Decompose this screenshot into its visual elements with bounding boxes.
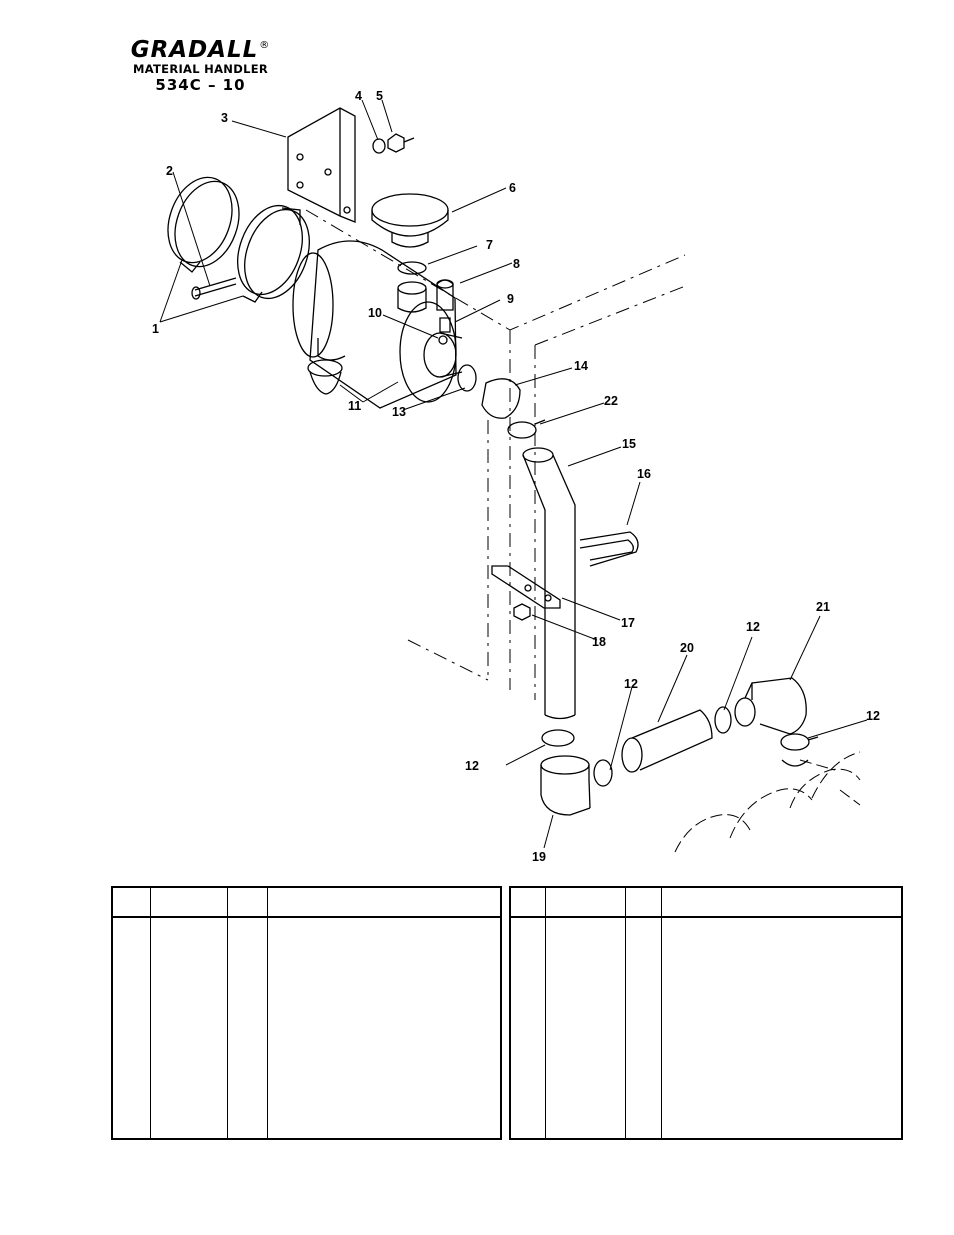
hose-clamp-upper <box>397 261 427 275</box>
table-header-rule <box>113 916 500 918</box>
turbo-elbow <box>734 677 807 735</box>
registered-mark: ® <box>259 40 271 51</box>
parts-list-table-right <box>509 886 903 1140</box>
callout-21: 21 <box>816 600 830 614</box>
brand-logo: GRADALL® <box>108 34 293 62</box>
lock-washer <box>372 138 386 154</box>
callout-15: 15 <box>622 437 636 451</box>
brand-name: GRADALL <box>130 37 259 63</box>
table-column-divider <box>545 888 546 1138</box>
hose-clamp <box>457 364 477 392</box>
table-column-divider <box>625 888 626 1138</box>
callout-17: 17 <box>621 616 635 630</box>
hose-clamp-12c <box>714 706 732 734</box>
table-column-divider <box>267 888 268 1138</box>
flexible-hose <box>621 709 713 773</box>
u-bolt <box>579 531 639 567</box>
hose-clamp-22 <box>507 421 537 439</box>
callout-10: 10 <box>368 306 382 320</box>
dust-valve <box>307 359 343 395</box>
callout-9: 9 <box>507 292 514 306</box>
intake-tube <box>522 447 576 720</box>
callout-1: 1 <box>152 322 159 336</box>
table-header-rule <box>511 916 901 918</box>
lower-elbow <box>540 755 591 816</box>
exploded-parts-diagram: 1 2 3 4 5 6 7 8 9 10 11 12 12 12 12 13 1… <box>152 89 880 864</box>
callout-14: 14 <box>574 359 588 373</box>
machine-frame-outline <box>305 209 689 700</box>
fitting <box>439 317 451 333</box>
mounting-strap <box>491 565 561 609</box>
rubber-elbow <box>481 378 521 419</box>
lock-nut <box>513 603 531 621</box>
callout-16: 16 <box>637 467 651 481</box>
hose-clamp-12b <box>593 759 613 787</box>
precleaner-cap <box>371 193 449 248</box>
table-column-divider <box>661 888 662 1138</box>
callout-5: 5 <box>376 89 383 103</box>
band-clamps <box>167 176 310 303</box>
hex-nut <box>387 133 405 153</box>
callout-12-tube: 12 <box>465 759 479 773</box>
air-cleaner-housing <box>292 240 463 409</box>
callout-6: 6 <box>509 181 516 195</box>
hose-clamp-12d <box>780 733 810 751</box>
table-column-divider <box>227 888 228 1138</box>
callout-13: 13 <box>392 405 406 419</box>
mounting-bracket <box>287 107 356 223</box>
table-column-divider <box>150 888 151 1138</box>
callout-4: 4 <box>355 89 362 103</box>
leader-lines <box>159 99 868 849</box>
callout-12-turbo: 12 <box>866 709 880 723</box>
callout-22: 22 <box>604 394 618 408</box>
hose-clamp-12a <box>541 729 575 747</box>
callout-12-elbow: 12 <box>624 677 638 691</box>
model-number: 534C – 10 <box>155 76 246 94</box>
document-header: GRADALL® MATERIAL HANDLER 534C – 10 <box>108 34 293 94</box>
callout-8: 8 <box>513 257 520 271</box>
callout-20: 20 <box>680 641 694 655</box>
callout-12-hose: 12 <box>746 620 760 634</box>
engine-outline <box>674 751 861 853</box>
document-subtitle: MATERIAL HANDLER <box>132 62 269 76</box>
bolt <box>191 277 237 300</box>
parts-list-table-left <box>111 886 502 1140</box>
callout-18: 18 <box>592 635 606 649</box>
callout-11: 11 <box>348 399 361 413</box>
callout-2: 2 <box>166 164 173 178</box>
callout-3: 3 <box>221 111 228 125</box>
callout-7: 7 <box>486 238 493 252</box>
callout-19: 19 <box>532 850 546 864</box>
restriction-indicator <box>436 279 454 311</box>
